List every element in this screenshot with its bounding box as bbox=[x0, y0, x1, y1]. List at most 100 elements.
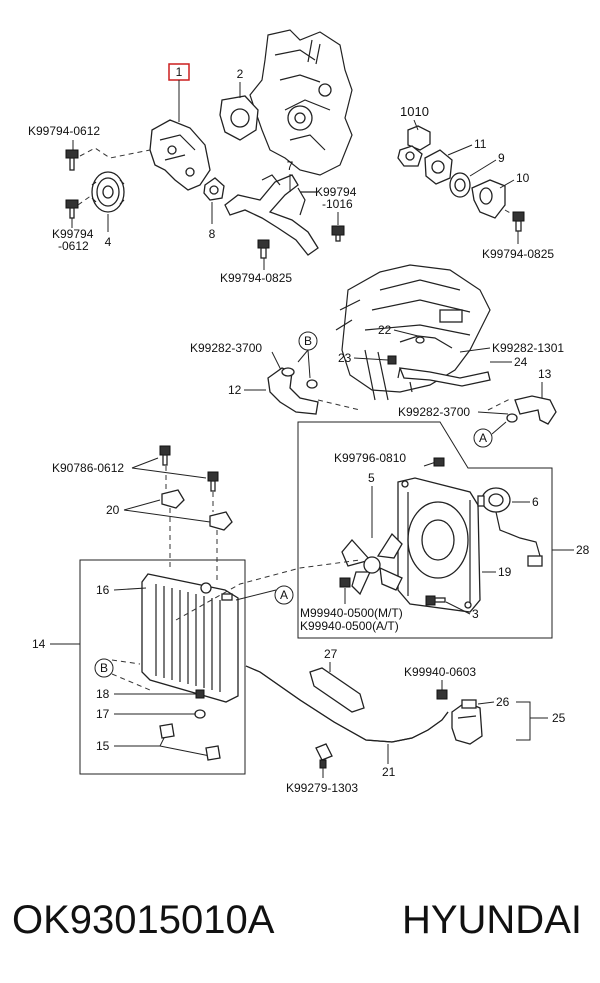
label-k99794-1016-a: K99794 bbox=[315, 185, 357, 199]
part-26-reservoir-cap[interactable] bbox=[461, 699, 477, 709]
label-1010: 1010 bbox=[400, 104, 429, 119]
label-6: 6 bbox=[532, 495, 539, 509]
label-a-mid: A bbox=[280, 588, 288, 602]
label-14: 14 bbox=[32, 637, 46, 651]
part-11-thermostat-housing[interactable] bbox=[424, 149, 453, 185]
label-m99940-0500: M99940-0500(M/T) bbox=[300, 606, 403, 620]
callout-a-right bbox=[473, 428, 493, 448]
label-k99794-0825-right: K99794-0825 bbox=[482, 247, 554, 261]
part-15-mount-b[interactable] bbox=[205, 745, 221, 761]
brand-name: HYUNDAI bbox=[401, 897, 582, 942]
label-k99794-1016-b: -1016 bbox=[322, 197, 353, 211]
label-3: 3 bbox=[472, 607, 479, 621]
part-27-hose[interactable] bbox=[309, 667, 365, 713]
label-9: 9 bbox=[498, 151, 505, 165]
clamp-k99282-3700-right[interactable] bbox=[506, 413, 518, 423]
label-24: 24 bbox=[514, 355, 528, 369]
nut-k99940-0603[interactable] bbox=[436, 689, 448, 700]
label-k99794-left-a: K99794 bbox=[52, 227, 94, 241]
engine-block-outline bbox=[249, 29, 353, 176]
label-k99796-0810: K99796-0810 bbox=[334, 451, 406, 465]
part-24-bypass-pipe[interactable] bbox=[397, 367, 491, 393]
label-b-left: B bbox=[100, 661, 108, 675]
callout-b-left bbox=[94, 658, 114, 678]
part-2-gasket[interactable] bbox=[219, 95, 259, 141]
label-17: 17 bbox=[96, 707, 110, 721]
label-a-right: A bbox=[479, 431, 487, 445]
nut-m99940-0500[interactable] bbox=[339, 577, 351, 588]
label-k99279-1303: K99279-1303 bbox=[286, 781, 358, 795]
label-16: 16 bbox=[96, 583, 110, 597]
part-22-bypass-hose[interactable] bbox=[399, 335, 453, 349]
bolt-k99794-0825-right[interactable] bbox=[512, 211, 525, 232]
part-13-hose[interactable] bbox=[514, 395, 557, 425]
bolt-k99794-0825-mid[interactable] bbox=[257, 239, 270, 259]
label-k99282-1301: K99282-1301 bbox=[492, 341, 564, 355]
label-28: 28 bbox=[576, 543, 590, 557]
part-21-overflow-hose[interactable] bbox=[245, 665, 449, 743]
label-k90786-0612: K90786-0612 bbox=[52, 461, 124, 475]
label-23: 23 bbox=[338, 351, 352, 365]
part-6-fan-motor[interactable] bbox=[477, 487, 543, 567]
label-12: 12 bbox=[228, 383, 242, 397]
part-8-gasket[interactable] bbox=[203, 177, 225, 201]
bolt-k90786-0612-a[interactable] bbox=[159, 445, 171, 466]
label-26: 26 bbox=[496, 695, 510, 709]
parts-diagram: 1 2 K99794-0612 4 K99794 -0612 8 bbox=[28, 29, 590, 795]
label-19: 19 bbox=[498, 565, 512, 579]
label-k99940-0603: K99940-0603 bbox=[404, 665, 476, 679]
part-9-thermostat[interactable] bbox=[449, 172, 471, 198]
label-4: 4 bbox=[105, 235, 112, 249]
bolt-k99794-1016[interactable] bbox=[331, 225, 345, 242]
label-k99794-0825-mid: K99794-0825 bbox=[220, 271, 292, 285]
part-5-fan[interactable] bbox=[341, 532, 403, 596]
fan-group-frame bbox=[297, 421, 553, 639]
part-3-bolt[interactable] bbox=[425, 595, 446, 606]
part-10-thermostat-cover[interactable] bbox=[471, 179, 506, 219]
label-7: 7 bbox=[287, 159, 294, 173]
part-4-pulley[interactable] bbox=[91, 171, 125, 213]
label-20: 20 bbox=[106, 503, 120, 517]
part-12-hose[interactable] bbox=[267, 367, 319, 415]
part-18-drain-plug[interactable] bbox=[195, 689, 205, 699]
part-23-clamp[interactable] bbox=[387, 355, 397, 365]
bolt-k99796-0810[interactable] bbox=[433, 457, 445, 467]
label-11: 11 bbox=[474, 137, 487, 151]
part-17-o-ring[interactable] bbox=[194, 709, 206, 719]
label-18: 18 bbox=[96, 687, 110, 701]
label-k99794-left-b: -0612 bbox=[58, 239, 89, 253]
clamp-k99279-1303[interactable] bbox=[315, 743, 333, 769]
bolt-k99794-0612-top[interactable] bbox=[65, 149, 79, 171]
label-1: 1 bbox=[176, 65, 183, 79]
label-k99940-0500: K99940-0500(A/T) bbox=[300, 619, 399, 633]
label-21: 21 bbox=[382, 765, 396, 779]
bolt-k90786-0612-b[interactable] bbox=[207, 471, 219, 492]
label-k99794-0612-top: K99794-0612 bbox=[28, 124, 100, 138]
label-27: 27 bbox=[324, 647, 338, 661]
footer: OK93015010A HYUNDAI bbox=[0, 880, 600, 960]
part-28-fan-shroud[interactable] bbox=[397, 477, 481, 613]
label-b-top: B bbox=[304, 334, 312, 348]
callout-a-mid bbox=[274, 585, 294, 605]
label-10: 10 bbox=[516, 171, 530, 185]
part-15-mount-a[interactable] bbox=[159, 723, 175, 739]
part-7-coolant-pipe[interactable] bbox=[224, 174, 319, 256]
label-15: 15 bbox=[96, 739, 110, 753]
engine-outline-middle bbox=[335, 264, 491, 401]
label-13: 13 bbox=[538, 367, 552, 381]
part-1010-gaskets[interactable] bbox=[397, 125, 431, 167]
label-2: 2 bbox=[237, 67, 244, 81]
bolt-k99794-0612-left[interactable] bbox=[65, 199, 79, 219]
label-k99282-3700-right: K99282-3700 bbox=[398, 405, 470, 419]
part-20-bracket-a[interactable] bbox=[161, 489, 185, 509]
label-5: 5 bbox=[368, 471, 375, 485]
part-number: OK93015010A bbox=[12, 897, 275, 942]
label-8: 8 bbox=[209, 227, 216, 241]
label-25: 25 bbox=[552, 711, 566, 725]
part-16-radiator[interactable] bbox=[141, 573, 239, 703]
radiator-group-frame bbox=[79, 559, 246, 775]
part-1-bracket[interactable] bbox=[149, 119, 211, 191]
label-22: 22 bbox=[378, 323, 392, 337]
label-k99282-3700-left: K99282-3700 bbox=[190, 341, 262, 355]
part-20-bracket-b[interactable] bbox=[209, 511, 233, 531]
